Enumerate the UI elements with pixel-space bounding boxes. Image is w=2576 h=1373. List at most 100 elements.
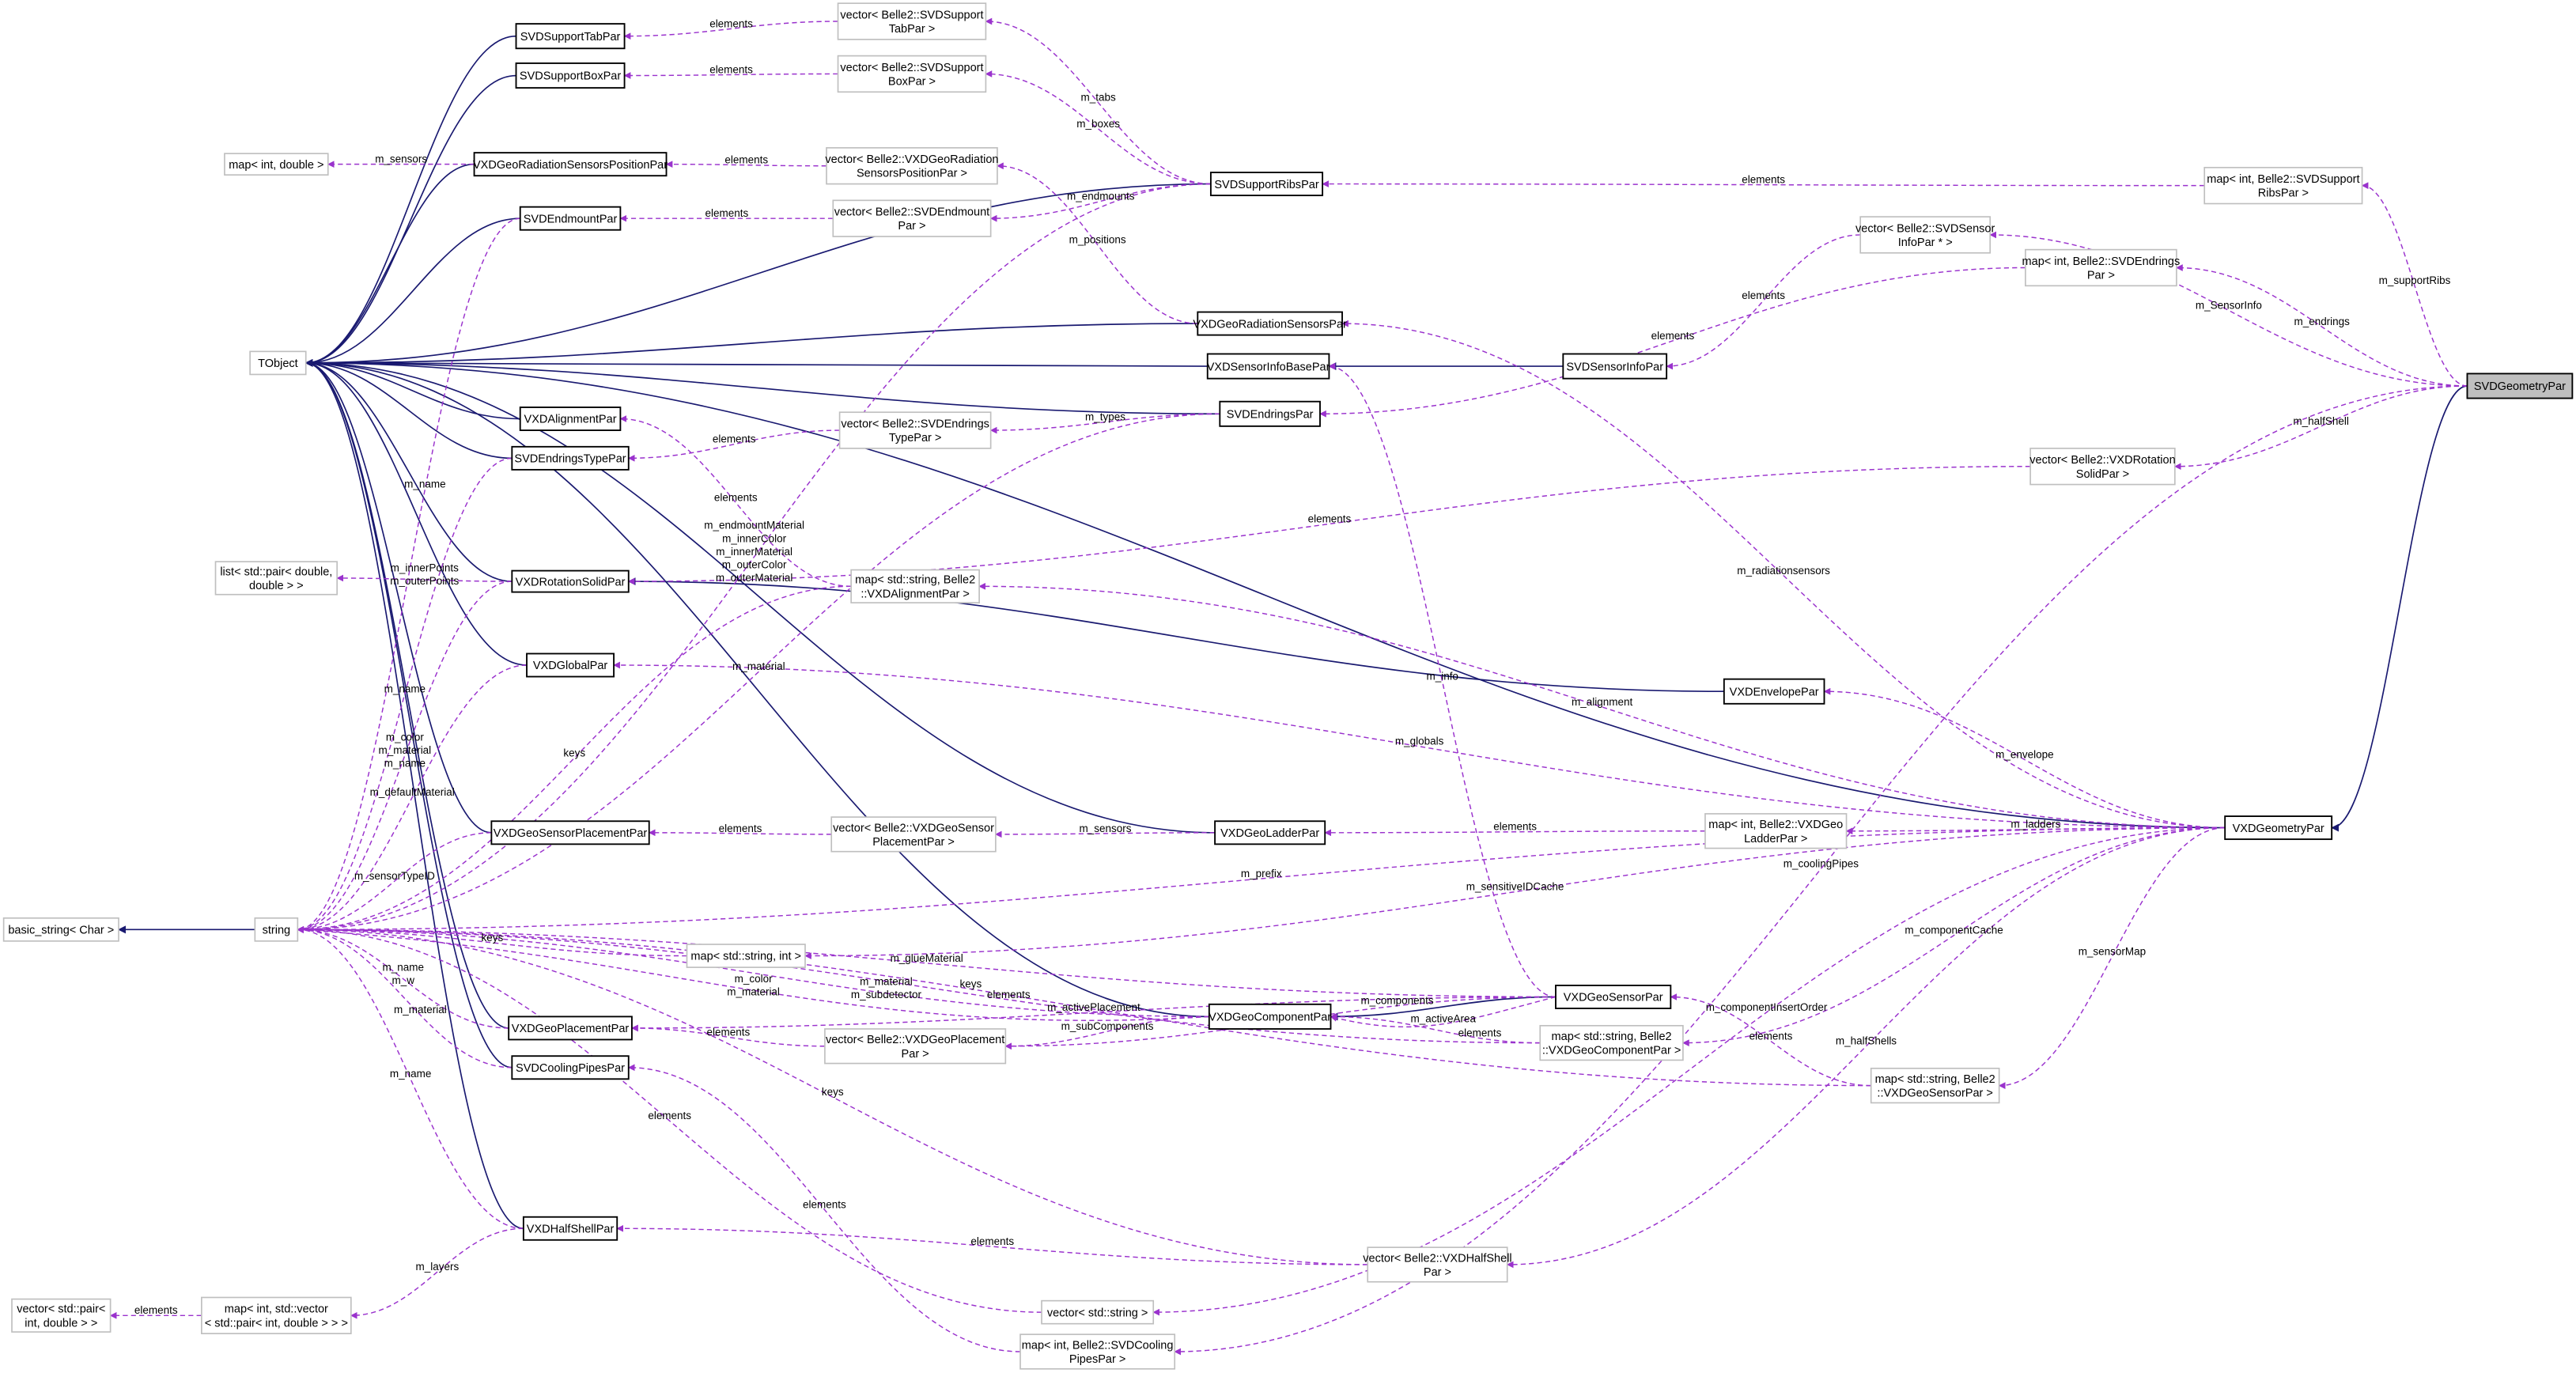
edge-label-group: elements	[970, 1235, 1014, 1247]
node-envelope[interactable]: VXDEnvelopePar	[1723, 678, 1825, 705]
node-vecSensorPlacement[interactable]: vector< Belle2::VXDGeoSensorPlacementPar…	[830, 816, 997, 853]
edge-label: keys	[822, 1086, 844, 1098]
node-global[interactable]: VXDGlobalPar	[526, 652, 615, 678]
node-component[interactable]: VXDGeoComponentPar	[1208, 1003, 1332, 1030]
node-vecRadPos[interactable]: vector< Belle2::VXDGeoRadiationSensorsPo…	[825, 147, 999, 185]
node-label: TabPar >	[889, 23, 936, 36]
edge-label: keys	[563, 747, 585, 758]
node-tabPar[interactable]: SVDSupportTabPar	[515, 23, 626, 50]
usage-edge-svdGeo-to-mapEndrings	[2176, 264, 2468, 387]
node-label: vector< Belle2::SVDSupport	[840, 9, 983, 21]
node-mapStrInt[interactable]: map< std::string, int >	[686, 944, 806, 968]
node-radPos[interactable]: VXDGeoRadiationSensorsPositionPar	[473, 152, 668, 177]
node-vecPlacement[interactable]: vector< Belle2::VXDGeoPlacementPar >	[824, 1028, 1007, 1065]
node-label: VXDGeoLadderPar	[1220, 827, 1319, 840]
edge-label: m_subdetector	[851, 989, 922, 1000]
node-mapSensor[interactable]: map< std::string, Belle2::VXDGeoSensorPa…	[1870, 1067, 2000, 1104]
edge-path	[627, 577, 1724, 693]
edge-label-group: m_alignment	[1572, 696, 1632, 708]
edge-label: m_globals	[1395, 736, 1444, 747]
node-boxPar[interactable]: SVDSupportBoxPar	[515, 62, 626, 89]
edge-label: elements	[1308, 513, 1352, 524]
node-tobject[interactable]: TObject	[249, 350, 307, 376]
node-box	[1870, 1067, 2000, 1104]
node-string[interactable]: string	[254, 917, 299, 942]
node-box	[526, 652, 615, 678]
edge-label: elements	[803, 1198, 846, 1210]
edge-label: m_material	[732, 660, 785, 672]
node-label: map< int, double >	[229, 159, 323, 172]
edge-label: elements	[134, 1304, 178, 1316]
edge-path	[1174, 385, 2468, 1356]
node-mapLayers[interactable]: map< int, std::vector< std::pair< int, d…	[201, 1296, 352, 1334]
edge-label: m_activeArea	[1411, 1013, 1477, 1025]
node-mapLadder[interactable]: map< int, Belle2::VXDGeoLadderPar >	[1704, 813, 1848, 849]
node-box	[2466, 373, 2574, 399]
edge-label: m_components	[1360, 995, 1433, 1007]
usage-edge-component-to-string	[297, 925, 1209, 1018]
node-vecEndmount[interactable]: vector< Belle2::SVDEndmountPar >	[832, 199, 992, 237]
node-label: vector< Belle2::SVDSensor	[1855, 222, 1995, 235]
node-ladder[interactable]: VXDGeoLadderPar	[1214, 820, 1326, 845]
edge-path	[985, 70, 1211, 185]
node-mapCooling[interactable]: map< int, Belle2::SVDCoolingPipesPar >	[1019, 1333, 1176, 1370]
edge-label-group: elements	[1742, 174, 1785, 186]
node-box	[686, 944, 806, 968]
edge-label: m_types	[1085, 411, 1125, 423]
node-label: basic_string< Char >	[8, 925, 114, 937]
node-coolingPipes[interactable]: SVDCoolingPipesPar	[511, 1055, 630, 1080]
node-vecPairs[interactable]: vector< std::pair<int, double > >	[11, 1298, 112, 1333]
edge-label-group: elements	[724, 154, 768, 166]
node-svdGeo[interactable]: SVDGeometryPar	[2466, 373, 2574, 399]
node-placement[interactable]: VXDGeoPlacementPar	[508, 1016, 633, 1041]
node-vecBox[interactable]: vector< Belle2::SVDSupportBoxPar >	[837, 55, 987, 93]
node-endrings[interactable]: SVDEndringsPar	[1219, 400, 1321, 427]
edge-label-group: m_info	[1426, 671, 1458, 683]
node-vecEndringsType[interactable]: vector< Belle2::SVDEndringsTypePar >	[838, 411, 992, 449]
node-label: vector< std::pair<	[17, 1303, 105, 1316]
node-vecRotation[interactable]: vector< Belle2::VXDRotationSolidPar >	[2029, 448, 2176, 486]
edge-label: m_ladders	[2010, 819, 2060, 830]
node-mapRibs[interactable]: map< int, Belle2::SVDSupportRibsPar >	[2203, 166, 2363, 205]
edge-label: m_alignment	[1572, 696, 1632, 708]
node-radSensors[interactable]: VXDGeoRadiationSensorsPar	[1193, 311, 1347, 336]
node-alignment[interactable]: VXDAlignmentPar	[519, 407, 622, 431]
node-vecSensorInfo[interactable]: vector< Belle2::SVDSensorInfoPar * >	[1855, 216, 1995, 254]
node-mapEndrings[interactable]: map< int, Belle2::SVDEndringsPar >	[2022, 248, 2181, 287]
usage-edge-geoSensor-to-placement	[631, 996, 1556, 1032]
node-vecHalfShell[interactable]: vector< Belle2::VXDHalfShellPar >	[1363, 1246, 1512, 1283]
node-mapIntDouble[interactable]: map< int, double >	[224, 153, 329, 176]
node-geoSensor[interactable]: VXDGeoSensorPar	[1555, 984, 1672, 1009]
node-vxdGeo[interactable]: VXDGeometryPar	[2224, 815, 2333, 841]
node-label: SVDCoolingPipesPar	[516, 1062, 625, 1075]
node-halfShell[interactable]: VXDHalfShellPar	[522, 1216, 618, 1241]
node-mapAlign[interactable]: map< std::string, Belle2::VXDAlignmentPa…	[850, 569, 980, 603]
node-label: SVDEndmountPar	[524, 213, 618, 225]
edge-label: elements	[1749, 1030, 1793, 1042]
edge-path	[350, 1227, 524, 1319]
node-vecString[interactable]: vector< std::string >	[1041, 1299, 1155, 1325]
node-endringsType[interactable]: SVDEndringsTypePar	[511, 445, 630, 471]
usage-edge-vxdGeo-to-vecString	[1152, 826, 2226, 1316]
node-mapComponent[interactable]: map< std::string, Belle2::VXDGeoComponen…	[1539, 1024, 1684, 1061]
node-sensorPlacement[interactable]: VXDGeoSensorPlacementPar	[490, 820, 650, 845]
edge-path	[297, 826, 2226, 933]
node-sensorInfoBase[interactable]: VXDSensorInfoBasePar	[1207, 353, 1330, 380]
node-endmount[interactable]: SVDEndmountPar	[519, 206, 622, 231]
node-svdSensorInfo[interactable]: SVDSensorInfoPar	[1562, 353, 1668, 380]
node-rotation[interactable]: VXDRotationSolidPar	[511, 569, 630, 593]
node-vecTab[interactable]: vector< Belle2::SVDSupportTabPar >	[837, 2, 987, 40]
node-label: SensorsPositionPar >	[857, 168, 967, 180]
edge-label: m_name	[390, 1068, 431, 1080]
node-ribs[interactable]: SVDSupportRibsPar	[1209, 172, 1324, 197]
node-box	[519, 407, 622, 431]
node-listPair[interactable]: list< std::pair< double,double > >	[214, 561, 339, 596]
node-box	[832, 199, 992, 237]
node-box	[1555, 984, 1672, 1009]
edge-label: elements	[1493, 821, 1537, 833]
edge-label-group: elements	[134, 1304, 178, 1316]
node-basicString[interactable]: basic_string< Char >	[2, 917, 119, 942]
usage-edge-ribs-to-vecTab	[985, 17, 1211, 185]
inheritance-edge-endmount-to-tobject	[305, 217, 520, 367]
